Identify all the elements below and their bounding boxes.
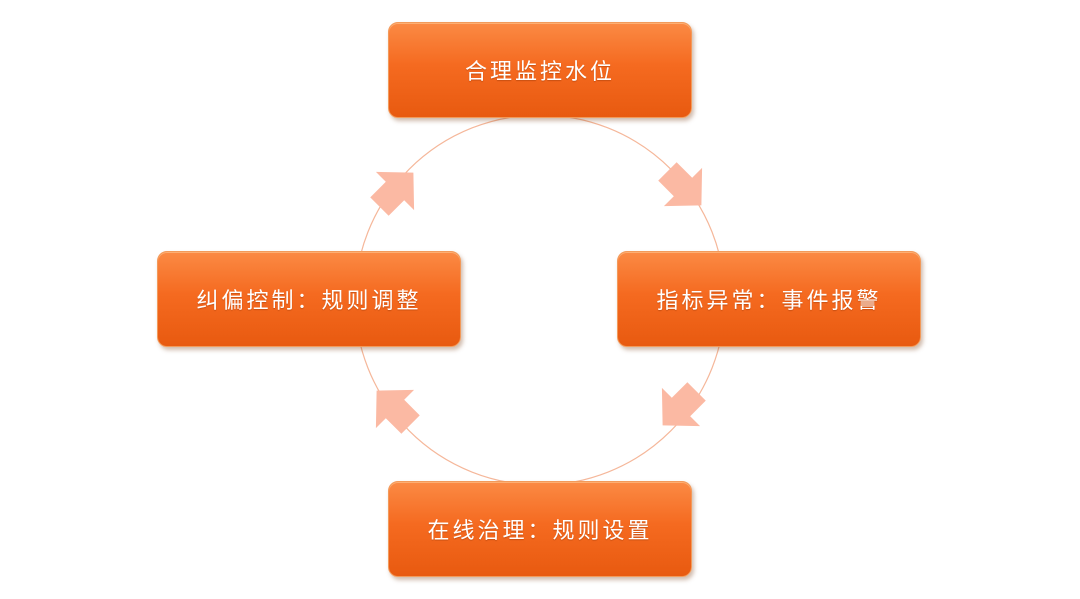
arrow-bottom-right-icon [661,382,706,427]
node-online-governance: 在线治理：规则设置 [388,481,692,577]
arrow-top-left-icon [370,171,415,216]
node-correction-control: 纠偏控制：规则调整 [157,251,461,347]
arrow-top-right-icon [658,162,703,207]
arrow-bottom-left-icon [375,389,420,434]
node-metric-alert: 指标异常：事件报警 [617,251,921,347]
node-monitor-watermark: 合理监控水位 [388,22,692,118]
